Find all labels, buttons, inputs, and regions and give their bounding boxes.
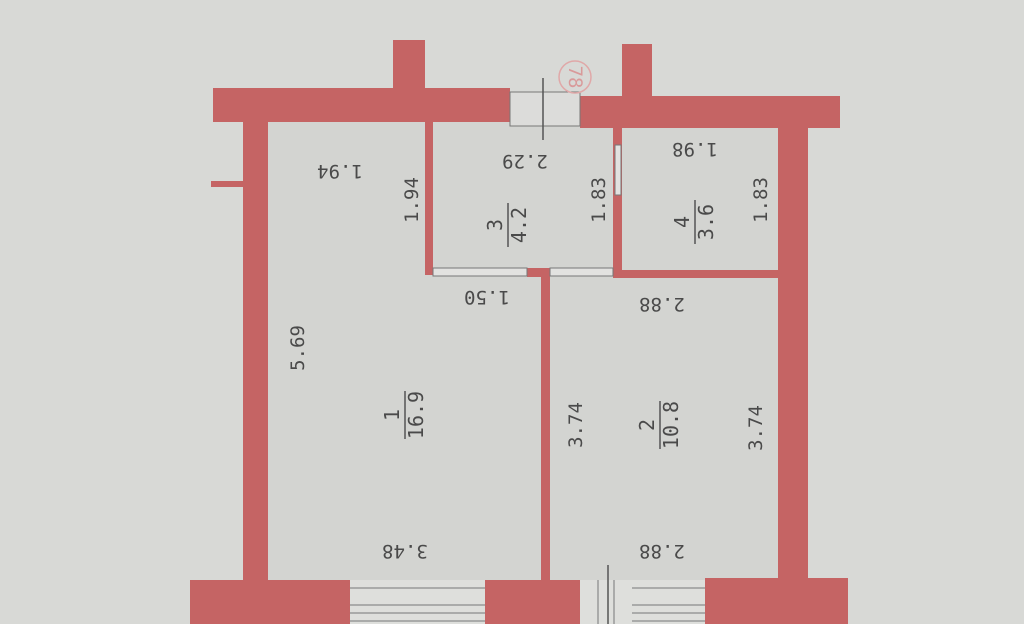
room4-label: 4 3.6 — [670, 200, 718, 244]
partition-room3-right — [549, 267, 614, 277]
apartment-number: 78 — [564, 66, 586, 89]
room1-length: 5.69 — [287, 325, 309, 371]
interior-floor — [268, 122, 778, 580]
room2-left-length: 3.74 — [565, 402, 587, 448]
apartment-number-badge: 78 — [558, 60, 592, 94]
window-top — [509, 91, 581, 127]
top-wall-right — [580, 96, 840, 128]
stairs-left — [350, 580, 485, 624]
bottom-wall-left — [190, 580, 350, 624]
room4-width: 1.98 — [672, 138, 718, 160]
wall-stub-top-left — [393, 40, 425, 90]
wall-room4-bottom — [622, 270, 778, 278]
room2-area: 10.8 — [659, 401, 683, 449]
room1-bottom-width: 3.48 — [382, 540, 428, 562]
room3-length: 1.83 — [588, 177, 610, 223]
wall-room3-bottom — [527, 268, 550, 277]
partition-room3-left — [432, 267, 528, 277]
wall-room3-room4 — [613, 128, 622, 278]
room2-label: 2 10.8 — [635, 401, 683, 449]
room3-area: 4.2 — [507, 207, 531, 243]
bottom-wall-right — [705, 578, 848, 624]
wall-room3-left — [425, 122, 433, 275]
openings — [432, 78, 622, 277]
room4-area: 3.6 — [694, 204, 718, 240]
stairs-right — [632, 580, 705, 624]
room3-number: 3 — [483, 219, 507, 231]
bottom-wall-mid — [485, 580, 580, 624]
room1-number: 1 — [380, 409, 404, 421]
room1-top-width: 1.94 — [317, 160, 363, 182]
right-wall — [778, 126, 808, 582]
room4-number: 4 — [670, 216, 694, 228]
left-wall — [243, 118, 268, 582]
room1-label: 1 16.9 — [380, 391, 428, 439]
room2-top-width: 2.88 — [639, 293, 685, 315]
door-room4 — [614, 144, 622, 196]
room2-right-length: 3.74 — [745, 405, 767, 451]
room1-area: 16.9 — [404, 391, 428, 439]
walls — [190, 40, 848, 624]
room4-length: 1.83 — [750, 177, 772, 223]
room3-width: 2.29 — [502, 150, 548, 172]
room2-bottom-width: 2.88 — [639, 540, 685, 562]
wall-stub-top-right — [622, 44, 652, 98]
wall-stub-left — [211, 181, 245, 187]
room1-top-height: 1.94 — [401, 177, 423, 223]
top-wall-left — [213, 88, 510, 122]
room3-label: 3 4.2 — [483, 203, 531, 247]
room2-number: 2 — [635, 419, 659, 431]
entrance-door — [580, 565, 632, 624]
wall-room1-room2 — [541, 275, 550, 580]
room1-mid-width: 1.50 — [464, 286, 510, 308]
